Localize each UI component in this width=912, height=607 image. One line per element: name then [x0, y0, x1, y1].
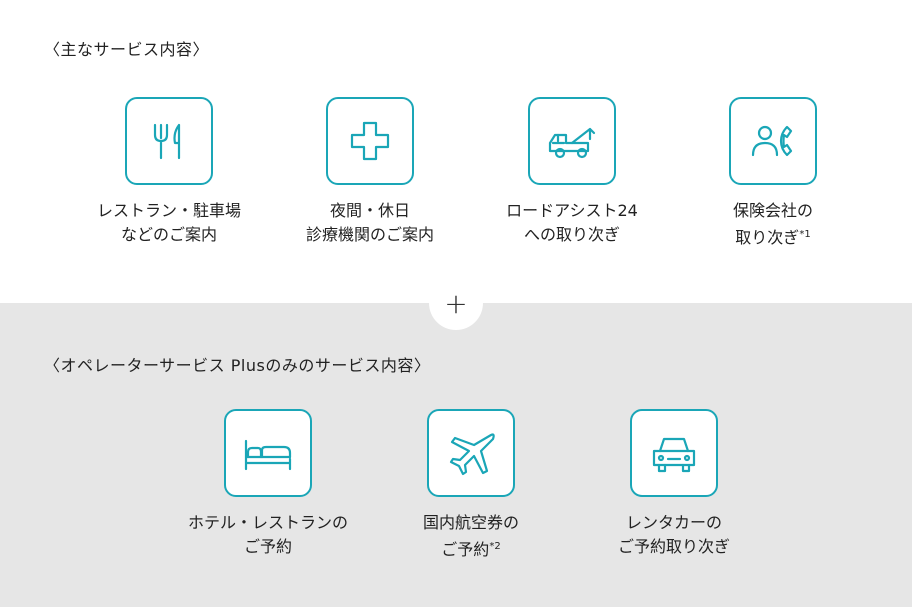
- service-road-assist: ロードアシスト24 への取り次ぎ: [472, 97, 672, 247]
- label-line1: 国内航空券の: [422, 513, 519, 532]
- footnote-mark: *1: [799, 229, 811, 240]
- service-restaurant-parking: レストラン・駐車場 などのご案内: [69, 97, 269, 247]
- service-label: ロードアシスト24 への取り次ぎ: [472, 199, 672, 247]
- service-label: レンタカーの ご予約取り次ぎ: [574, 511, 774, 559]
- icon-frame: [630, 409, 718, 497]
- car-icon: [652, 437, 696, 473]
- icon-frame: [729, 97, 817, 185]
- service-label: レストラン・駐車場 などのご案内: [69, 199, 269, 247]
- restaurant-icon: [153, 123, 181, 160]
- icon-frame: [224, 409, 312, 497]
- service-label: ホテル・レストランの ご予約: [168, 511, 368, 559]
- service-hotel-restaurant: ホテル・レストランの ご予約: [168, 409, 368, 559]
- medical-cross-icon: [350, 121, 390, 161]
- label-line2: ご予約: [243, 537, 292, 556]
- label-line2: ご予約取り次ぎ: [617, 537, 730, 556]
- icon-frame: [125, 97, 213, 185]
- label-line2: への取り次ぎ: [523, 225, 620, 244]
- icon-frame: [528, 97, 616, 185]
- tow-truck-icon: [548, 127, 596, 159]
- plus-badge: +: [429, 276, 483, 330]
- label-line1: ロードアシスト24: [506, 201, 638, 220]
- label-line2: などのご案内: [120, 225, 217, 244]
- label-line1: ホテル・レストランの: [187, 513, 348, 532]
- person-phone-icon: [751, 125, 793, 157]
- service-label: 夜間・休日 診療機関のご案内: [270, 199, 470, 247]
- label-line1: 夜間・休日: [329, 201, 410, 220]
- label-line1: 保険会社の: [732, 201, 813, 220]
- bed-icon: [244, 439, 292, 471]
- plus-services-heading: 〈オペレーターサービス Plusのみのサービス内容〉: [44, 356, 431, 375]
- service-rental-car: レンタカーの ご予約取り次ぎ: [574, 409, 774, 559]
- label-line2: 診療機関のご案内: [305, 225, 434, 244]
- airplane-icon: [449, 433, 495, 476]
- label-line2: ご予約*2: [441, 540, 501, 559]
- main-services-heading: 〈主なサービス内容〉: [44, 40, 210, 59]
- label-line1: レンタカーの: [625, 513, 722, 532]
- icon-frame: [427, 409, 515, 497]
- icon-frame: [326, 97, 414, 185]
- footnote-mark: *2: [489, 541, 501, 552]
- service-medical: 夜間・休日 診療機関のご案内: [270, 97, 470, 247]
- label-line1: レストラン・駐車場: [96, 201, 241, 220]
- service-label: 国内航空券の ご予約*2: [371, 511, 571, 562]
- service-insurance: 保険会社の 取り次ぎ*1: [673, 97, 873, 250]
- service-domestic-flight: 国内航空券の ご予約*2: [371, 409, 571, 562]
- label-line2: 取り次ぎ*1: [735, 228, 811, 247]
- service-label: 保険会社の 取り次ぎ*1: [673, 199, 873, 250]
